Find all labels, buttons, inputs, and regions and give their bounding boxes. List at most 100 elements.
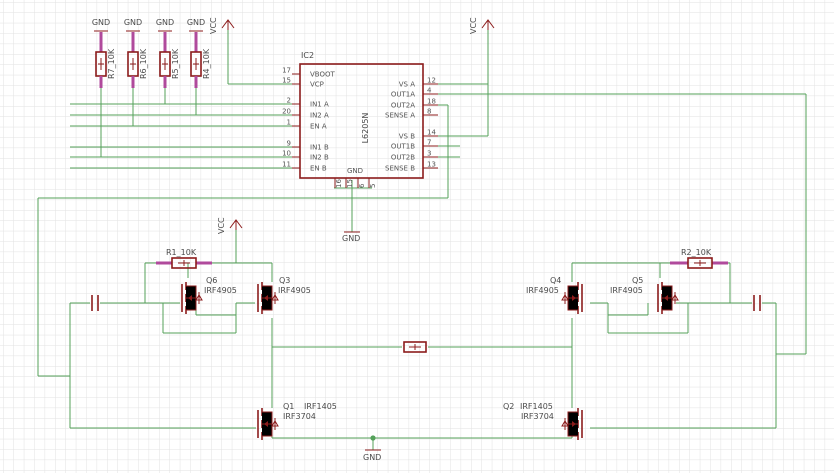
- ic-pin-name: EN A: [310, 123, 327, 131]
- mosfet-diode-triangle: [195, 294, 203, 301]
- ic-pin-number: 6: [358, 183, 366, 188]
- mosfet-q6[interactable]: [181, 282, 203, 314]
- mosfet-arrow: [572, 421, 576, 427]
- ic-pin-name: VBOOT: [310, 71, 335, 79]
- ic-pin-name: VS A: [399, 81, 415, 89]
- svg-text:GND: GND: [363, 453, 381, 462]
- q4-ref: Q4: [550, 276, 561, 285]
- mosfet-q5[interactable]: [657, 282, 679, 314]
- svg-text:VCC: VCC: [469, 17, 478, 34]
- ic-pin-name: OUT1B: [391, 143, 415, 151]
- mosfet-arrow: [188, 295, 192, 301]
- gnd-label: GND: [124, 18, 142, 27]
- ic-pin-number: 8: [427, 108, 431, 116]
- mosfet-diode-triangle: [671, 294, 679, 301]
- q5-part: IRF4905: [610, 286, 643, 295]
- ic-pin-number: 5: [369, 184, 377, 188]
- ic-pin-number: 18: [427, 98, 436, 106]
- q3-ref: Q3: [279, 276, 290, 285]
- mosfet-q2[interactable]: [561, 408, 583, 440]
- ic-pin-number: 13: [427, 161, 436, 169]
- ic-pin-number: 7: [427, 139, 431, 147]
- mosfet-arrow: [664, 295, 668, 301]
- ic-pin-name: EN B: [310, 165, 327, 173]
- mosfet-arrow: [264, 295, 268, 301]
- mosfet-q3[interactable]: [257, 282, 279, 314]
- ic-pin-number: 20: [282, 108, 291, 116]
- capacitor-left[interactable]: [91, 295, 99, 311]
- resistor-middle[interactable]: [403, 341, 427, 353]
- resistor-r1[interactable]: R1_10K: [156, 248, 212, 269]
- mosfet-q4[interactable]: [561, 282, 583, 314]
- mosfets: [181, 282, 679, 440]
- ic-pin-name: SENSE A: [385, 112, 415, 120]
- pullup-label: R6_10K: [139, 48, 148, 79]
- q1-alt: IRF3704: [283, 412, 316, 421]
- vcc-symbol-top-right: VCC: [469, 17, 495, 34]
- ic-gnd-label: GND: [347, 167, 363, 175]
- pullup-label: R4_10K: [202, 48, 211, 79]
- mosfet-q1[interactable]: [257, 408, 279, 440]
- q1-ref: Q1: [283, 402, 294, 411]
- pullup-label: R5_10K: [171, 48, 180, 79]
- mosfet-arrow: [572, 295, 576, 301]
- ic-pin-number: 12: [427, 77, 436, 85]
- ic-pin-number: 1: [287, 119, 291, 127]
- ic-pin-number: 2: [287, 97, 291, 105]
- q2-part: IRF1405: [520, 402, 553, 411]
- resistor-r2[interactable]: R2_10K: [670, 248, 728, 269]
- pullup-resistor[interactable]: GND R4_10K: [187, 18, 211, 88]
- q1-part: IRF1405: [304, 402, 337, 411]
- svg-text:VCC: VCC: [209, 17, 218, 34]
- svg-text:VCC: VCC: [217, 217, 226, 234]
- ic-pin-number: 3: [427, 150, 431, 158]
- q6-part: IRF4905: [204, 286, 237, 295]
- gnd-symbol-ic: GND: [342, 231, 360, 243]
- ic-part: L6205N: [361, 113, 370, 144]
- q2-alt: IRF3704: [521, 412, 554, 421]
- q4-part: IRF4905: [526, 286, 559, 295]
- ic-pin-number: 14: [427, 129, 436, 137]
- ic-pin-name: IN2 A: [310, 112, 329, 120]
- ic-pin-number: 17: [282, 67, 291, 75]
- junction-dot: [370, 435, 376, 441]
- ic-pin-number: 9: [287, 140, 291, 148]
- ic-pin-name: SENSE B: [385, 165, 415, 173]
- ic-pin-number: 15: [282, 77, 291, 85]
- ic-pin-number: 15: [346, 179, 354, 188]
- pullup-label: R7_10K: [107, 48, 116, 79]
- ic-pin-name: OUT1A: [391, 91, 415, 99]
- vcc-symbol-top-left: VCC: [209, 17, 235, 34]
- wires: [37, 30, 807, 450]
- gnd-label: GND: [156, 18, 174, 27]
- gnd-label: GND: [187, 18, 205, 27]
- capacitor-right[interactable]: [753, 295, 761, 311]
- gnd-symbol-bottom: GND: [363, 449, 381, 462]
- ic-pin-name: OUT2B: [391, 154, 415, 162]
- pullup-resistor[interactable]: GND R6_10K: [124, 18, 148, 88]
- q5-ref: Q5: [632, 276, 643, 285]
- ic-pin-number: 16: [335, 179, 343, 188]
- q6-ref: Q6: [206, 276, 217, 285]
- ic-pin-name: IN1 A: [310, 101, 329, 109]
- ic-pin-name: IN2 B: [310, 154, 329, 162]
- mosfet-diode-triangle: [561, 420, 569, 427]
- ic-pin-number: 4: [427, 87, 432, 95]
- r2-label: R2_10K: [681, 248, 712, 257]
- ic-pin-name: IN1 B: [310, 144, 329, 152]
- q3-part: IRF4905: [278, 286, 311, 295]
- ic-ref: IC2: [301, 51, 314, 60]
- ic-pin-name: OUT2A: [391, 102, 415, 110]
- svg-text:GND: GND: [342, 234, 360, 243]
- pullup-resistor[interactable]: GND R5_10K: [156, 18, 180, 88]
- mosfet-diode-triangle: [271, 420, 279, 427]
- r1-label: R1_10K: [166, 248, 197, 257]
